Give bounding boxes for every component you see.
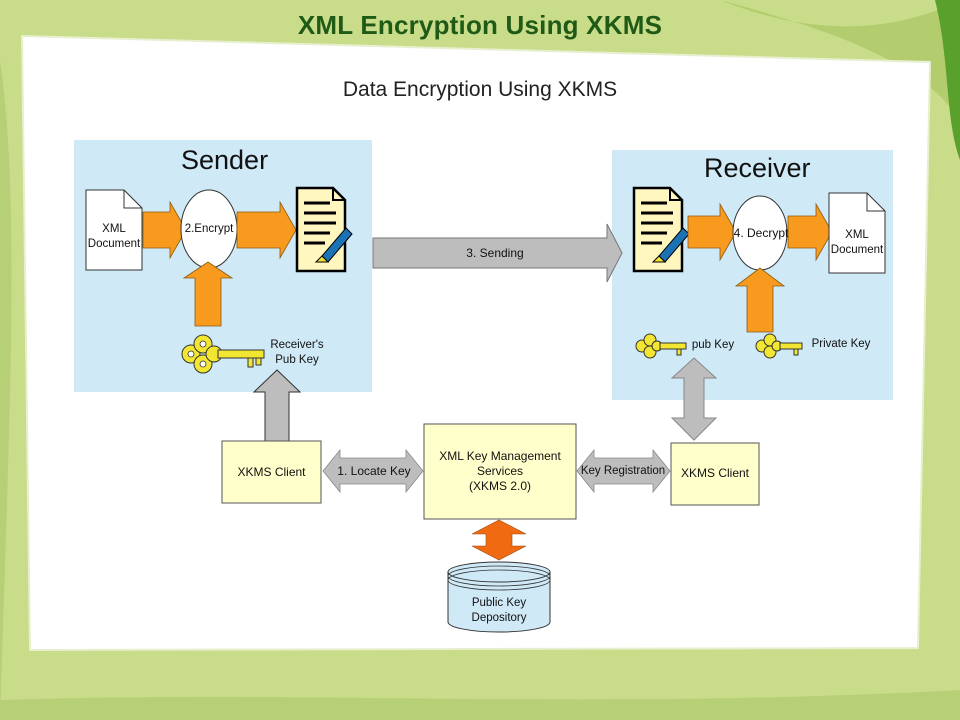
receiver-arrow-doc-to-decrypt xyxy=(687,202,737,262)
private-key-label: Private Key xyxy=(811,338,871,350)
leaf-decoration-left xyxy=(0,60,12,720)
sender-xml-document xyxy=(85,189,143,271)
key-registration-double-arrow xyxy=(576,448,671,494)
service-depository-double-arrow xyxy=(471,519,527,561)
sender-title: Sender xyxy=(181,145,269,175)
xkms-client-right-box xyxy=(670,442,760,506)
receiver-encrypted-document-icon xyxy=(632,186,690,273)
sending-label: 3. Sending xyxy=(466,246,524,260)
leaf-decoration-top-right xyxy=(720,0,960,120)
pub-key-label: pub Key xyxy=(691,339,735,351)
decrypt-label: 4. Decrypt xyxy=(733,226,789,240)
locate-key-double-arrow xyxy=(322,448,424,494)
public-key-depository-cylinder xyxy=(447,561,551,633)
sender-arrow-doc-to-encrypt xyxy=(142,200,187,260)
sending-arrow xyxy=(372,223,623,283)
sender-key-up-arrow xyxy=(182,261,234,327)
xkms-client-right-label: XKMS Client xyxy=(680,466,750,480)
slide-title: XML Encryption Using XKMS xyxy=(297,10,663,40)
receiver-xml-document xyxy=(828,192,886,274)
receiver-arrow-decrypt-to-doc xyxy=(787,202,833,262)
receiver-registration-double-arrow xyxy=(670,357,718,441)
xkms-client-left-label: XKMS Client xyxy=(237,465,306,479)
sender-arrow-encrypt-to-doc xyxy=(236,200,297,260)
leaf-decoration-right xyxy=(935,0,960,160)
receiver-key-up-arrow xyxy=(734,267,786,333)
leaf-decoration-bottom xyxy=(0,690,960,720)
receiver-pub-key-icon xyxy=(635,333,687,359)
xkms-service-box xyxy=(423,423,577,520)
receiver-title: Receiver xyxy=(704,153,811,183)
encrypt-label: 2.Encrypt xyxy=(184,223,234,235)
receiver-private-key-icon xyxy=(755,333,803,359)
xkms-client-left-box xyxy=(221,440,322,504)
sender-encrypted-document-icon xyxy=(295,186,353,273)
client-to-sender-up-arrow xyxy=(252,369,302,447)
diagram-subtitle: Data Encryption Using XKMS xyxy=(342,78,618,101)
key-registration-label: Key Registration xyxy=(580,465,666,477)
locate-key-label: 1. Locate Key xyxy=(337,464,411,478)
